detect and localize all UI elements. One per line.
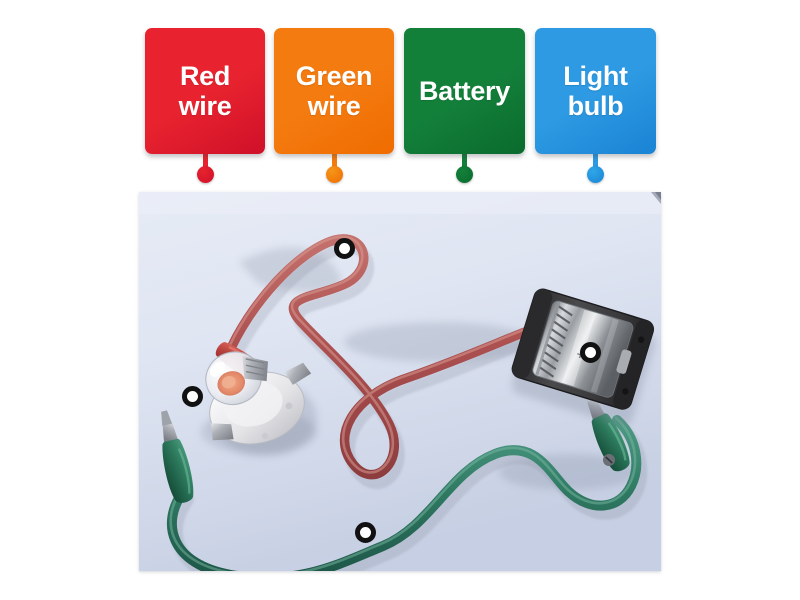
- marker-light-bulb[interactable]: [182, 386, 203, 407]
- connector-stem: [202, 150, 208, 172]
- label-card-text: Red wire: [178, 60, 232, 121]
- marker-green-wire[interactable]: [355, 522, 376, 543]
- label-card-text: Battery: [419, 75, 510, 106]
- label-connector-green-wire: [322, 150, 346, 186]
- label-connector-red-wire: [193, 150, 217, 186]
- circuit-photo-graphic: [139, 192, 661, 571]
- label-connector-light-bulb: [584, 150, 608, 186]
- connector-knob[interactable]: [456, 166, 473, 183]
- label-card-green-wire[interactable]: Green wire: [274, 28, 394, 154]
- label-card-red-wire[interactable]: Red wire: [145, 28, 265, 154]
- light-bulb-graphic: [205, 351, 317, 456]
- marker-red-wire[interactable]: [334, 238, 355, 259]
- connector-stem: [462, 150, 467, 172]
- connector-stem: [331, 150, 337, 172]
- battery-screw: [603, 454, 615, 466]
- marker-battery[interactable]: [580, 342, 601, 363]
- green-connector-boot: [161, 410, 194, 503]
- green-wire-graphic: [166, 415, 648, 571]
- label-card-battery[interactable]: Battery: [404, 28, 525, 154]
- label-card-text: Green wire: [295, 60, 373, 121]
- label-card-light-bulb[interactable]: Light bulb: [535, 28, 656, 154]
- connector-knob[interactable]: [325, 166, 343, 183]
- circuit-photo: [139, 192, 661, 571]
- connector-knob[interactable]: [587, 166, 604, 183]
- label-connector-battery: [453, 150, 477, 186]
- label-card-text: Light bulb: [563, 60, 628, 121]
- connector-knob[interactable]: [196, 166, 214, 183]
- connector-stem: [593, 150, 598, 172]
